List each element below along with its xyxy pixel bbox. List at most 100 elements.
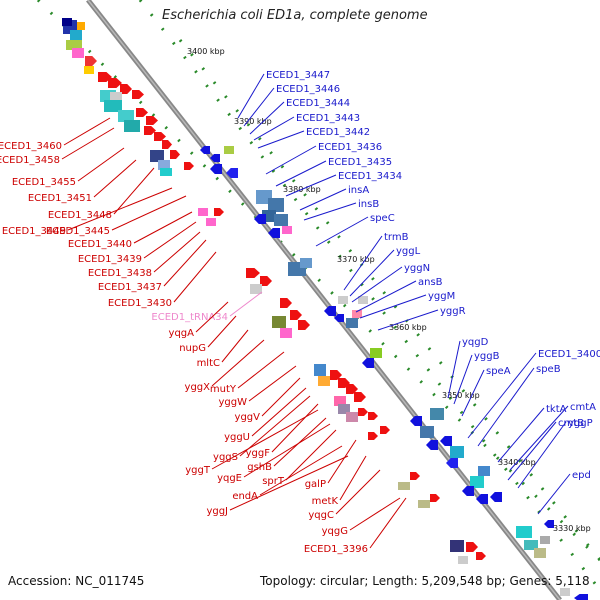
- gene-feature[interactable]: [226, 168, 238, 178]
- gene-feature[interactable]: [250, 284, 262, 294]
- right-gene-label[interactable]: ECED1_3447: [266, 70, 330, 81]
- gene-feature[interactable]: [136, 108, 148, 117]
- gene-feature[interactable]: [298, 320, 310, 330]
- gene-feature[interactable]: [118, 110, 134, 122]
- gene-feature[interactable]: [272, 316, 286, 328]
- gene-feature[interactable]: [540, 536, 550, 544]
- gene-feature[interactable]: [85, 56, 97, 66]
- gene-feature[interactable]: [370, 348, 382, 358]
- gene-feature[interactable]: [334, 396, 346, 406]
- right-gene-label[interactable]: epd: [572, 470, 591, 481]
- left-gene-label[interactable]: yqgE: [217, 473, 242, 484]
- gene-feature[interactable]: [330, 370, 342, 380]
- right-gene-label[interactable]: ECED1_3443: [296, 113, 360, 124]
- gene-feature[interactable]: [162, 140, 172, 149]
- gene-feature[interactable]: [77, 22, 85, 30]
- gene-feature[interactable]: [358, 296, 368, 304]
- gene-feature[interactable]: [490, 492, 502, 502]
- gene-feature[interactable]: [524, 540, 538, 550]
- left-gene-label[interactable]: ECED1_3460: [0, 141, 62, 152]
- right-gene-label[interactable]: yggB: [474, 351, 500, 362]
- left-gene-label[interactable]: ECED1_3438: [88, 268, 152, 279]
- gene-feature[interactable]: [410, 472, 420, 480]
- gene-feature[interactable]: [214, 208, 224, 216]
- gene-feature[interactable]: [462, 486, 474, 496]
- right-gene-label[interactable]: trmB: [384, 232, 409, 243]
- right-gene-label[interactable]: yggP: [568, 418, 593, 429]
- gene-feature[interactable]: [476, 494, 488, 504]
- gene-feature[interactable]: [534, 548, 546, 558]
- gene-feature[interactable]: [430, 408, 444, 420]
- left-gene-label[interactable]: sprT: [262, 476, 285, 487]
- gene-feature[interactable]: [132, 90, 144, 99]
- left-gene-label[interactable]: yggF: [246, 448, 271, 459]
- right-gene-label[interactable]: speB: [536, 364, 561, 375]
- left-gene-label[interactable]: yggX: [185, 382, 211, 393]
- right-gene-label[interactable]: cmtB: [558, 418, 584, 429]
- gene-feature[interactable]: [476, 552, 486, 560]
- gene-feature[interactable]: [84, 66, 94, 74]
- right-gene-label[interactable]: ECED1_3434: [338, 171, 402, 182]
- gene-feature[interactable]: [362, 358, 374, 368]
- gene-feature[interactable]: [290, 310, 302, 320]
- gene-feature[interactable]: [560, 588, 570, 596]
- right-gene-label[interactable]: insB: [358, 199, 379, 210]
- right-gene-label[interactable]: yggR: [440, 306, 466, 317]
- gene-feature[interactable]: [470, 476, 484, 488]
- gene-feature[interactable]: [268, 198, 284, 212]
- gene-feature[interactable]: [108, 78, 122, 88]
- gene-feature[interactable]: [466, 542, 478, 552]
- right-gene-label[interactable]: ECED1_3444: [286, 98, 350, 109]
- left-gene-label[interactable]: ECED1_3437: [98, 282, 162, 293]
- left-gene-label[interactable]: yggU: [224, 432, 250, 443]
- left-gene-label[interactable]: mutY: [210, 384, 237, 395]
- left-gene-label[interactable]: metK: [312, 496, 339, 507]
- right-gene-label[interactable]: ansB: [418, 277, 443, 288]
- left-gene-label[interactable]: yggS: [213, 452, 238, 463]
- gene-feature[interactable]: [260, 276, 272, 286]
- gene-feature[interactable]: [324, 306, 336, 316]
- right-gene-label[interactable]: insA: [348, 185, 369, 196]
- gene-feature[interactable]: [280, 328, 292, 338]
- left-gene-label[interactable]: galP: [305, 479, 326, 490]
- gene-feature[interactable]: [368, 432, 378, 440]
- gene-feature[interactable]: [352, 310, 362, 318]
- gene-feature[interactable]: [210, 154, 220, 162]
- gene-feature[interactable]: [544, 520, 554, 528]
- gene-feature[interactable]: [184, 162, 194, 170]
- gene-feature[interactable]: [110, 92, 122, 100]
- gene-feature[interactable]: [62, 18, 72, 26]
- gene-feature[interactable]: [338, 296, 348, 304]
- right-gene-label[interactable]: speA: [486, 366, 511, 377]
- right-gene-label[interactable]: tktA: [546, 404, 567, 415]
- gene-feature[interactable]: [160, 168, 172, 176]
- left-gene-label[interactable]: ECED1_3396: [304, 544, 368, 555]
- gene-feature[interactable]: [254, 214, 266, 224]
- gene-feature[interactable]: [368, 412, 378, 420]
- gene-feature[interactable]: [146, 116, 158, 125]
- gene-feature[interactable]: [318, 376, 330, 386]
- gene-feature[interactable]: [66, 40, 82, 50]
- gene-feature[interactable]: [458, 556, 468, 564]
- left-gene-label[interactable]: mltC: [197, 358, 220, 369]
- left-gene-label[interactable]: ECED1_3451: [28, 193, 92, 204]
- gene-feature[interactable]: [170, 150, 180, 159]
- gene-feature[interactable]: [358, 408, 368, 416]
- gene-feature[interactable]: [574, 594, 588, 600]
- left-gene-label[interactable]: ECED1_3445: [46, 226, 110, 237]
- gene-feature[interactable]: [430, 494, 440, 502]
- gene-feature[interactable]: [72, 48, 84, 58]
- gene-feature[interactable]: [516, 526, 532, 538]
- right-gene-label[interactable]: yggN: [404, 263, 430, 274]
- gene-feature[interactable]: [314, 364, 326, 376]
- left-gene-label[interactable]: ECED1_3455: [12, 177, 76, 188]
- left-gene-label[interactable]: yggW: [218, 397, 247, 408]
- gene-feature[interactable]: [334, 314, 344, 322]
- left-gene-label[interactable]: ECED1_3430: [108, 298, 172, 309]
- gene-feature[interactable]: [440, 436, 452, 446]
- gene-feature[interactable]: [446, 458, 458, 468]
- left-gene-label[interactable]: ECED1_3440: [68, 239, 132, 250]
- gene-feature[interactable]: [120, 84, 132, 94]
- gene-feature[interactable]: [104, 100, 122, 112]
- gene-feature[interactable]: [224, 146, 234, 154]
